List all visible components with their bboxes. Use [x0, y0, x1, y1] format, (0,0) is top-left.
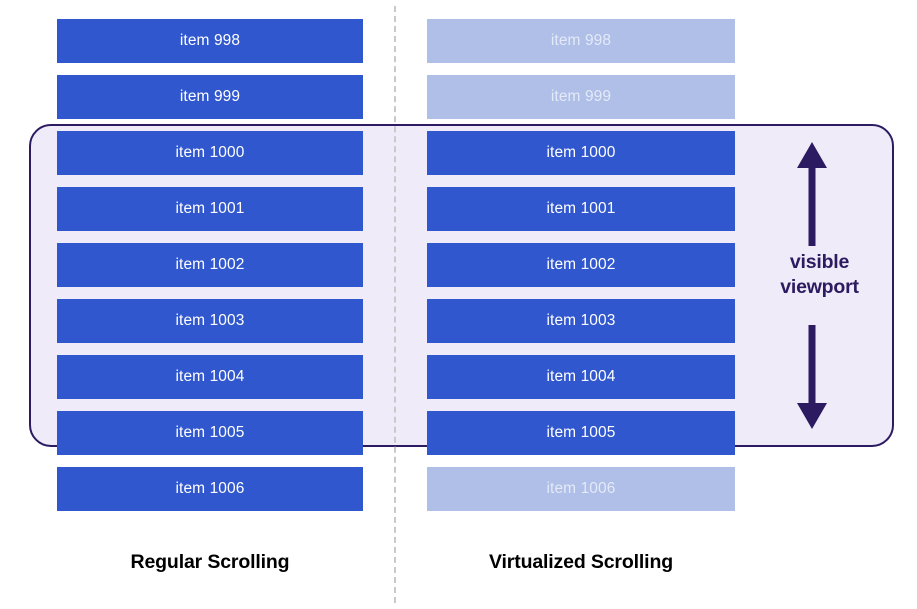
- double-arrow-icon: [797, 142, 827, 429]
- virtualized-item-row[interactable]: item 1003: [427, 299, 735, 343]
- virtualized-item-label: item 999: [550, 88, 612, 106]
- regular-item-label: item 999: [179, 88, 241, 106]
- regular-item-row[interactable]: item 1004: [57, 355, 363, 399]
- virtualized-item-label: item 998: [550, 32, 612, 50]
- virtualized-item-row[interactable]: item 1006: [427, 467, 735, 511]
- virtualized-item-row[interactable]: item 1004: [427, 355, 735, 399]
- virtualized-item-row[interactable]: item 1000: [427, 131, 735, 175]
- virtualized-item-label: item 1004: [546, 368, 616, 386]
- regular-item-row[interactable]: item 1006: [57, 467, 363, 511]
- viewport-label-line1: visible: [789, 251, 850, 273]
- virtualized-item-label: item 1003: [546, 312, 616, 330]
- virtualized-item-label: item 1002: [546, 256, 616, 274]
- regular-item-row[interactable]: item 999: [57, 75, 363, 119]
- regular-item-row[interactable]: item 1002: [57, 243, 363, 287]
- virtualized-item-row[interactable]: item 999: [427, 75, 735, 119]
- regular-item-label: item 1001: [175, 200, 245, 218]
- column-divider: [394, 6, 396, 603]
- regular-item-row[interactable]: item 998: [57, 19, 363, 63]
- regular-item-label: item 1002: [175, 256, 245, 274]
- regular-item-label: item 1005: [175, 424, 245, 442]
- regular-item-label: item 1006: [175, 480, 245, 498]
- virtualized-item-row[interactable]: item 1001: [427, 187, 735, 231]
- regular-item-row[interactable]: item 1001: [57, 187, 363, 231]
- viewport-label: visible viewport: [745, 250, 894, 300]
- regular-item-row[interactable]: item 1003: [57, 299, 363, 343]
- virtualized-item-label: item 1006: [546, 480, 616, 498]
- regular-item-label: item 1003: [175, 312, 245, 330]
- viewport-label-line2: viewport: [780, 275, 859, 298]
- regular-item-row[interactable]: item 1000: [57, 131, 363, 175]
- virtualized-item-row[interactable]: item 1002: [427, 243, 735, 287]
- regular-item-row[interactable]: item 1005: [57, 411, 363, 455]
- virtualized-item-label: item 1000: [546, 144, 616, 162]
- caption-regular-scrolling: Regular Scrolling: [130, 551, 290, 573]
- regular-item-label: item 1000: [175, 144, 245, 162]
- virtualized-item-row[interactable]: item 1005: [427, 411, 735, 455]
- virtualized-item-label: item 1005: [546, 424, 616, 442]
- virtualized-item-label: item 1001: [546, 200, 616, 218]
- viewport-annotation: visible viewport: [745, 124, 894, 447]
- regular-item-label: item 1004: [175, 368, 245, 386]
- virtualized-item-row[interactable]: item 998: [427, 19, 735, 63]
- regular-item-label: item 998: [179, 32, 241, 50]
- caption-virtualized-scrolling: Virtualized Scrolling: [489, 551, 673, 573]
